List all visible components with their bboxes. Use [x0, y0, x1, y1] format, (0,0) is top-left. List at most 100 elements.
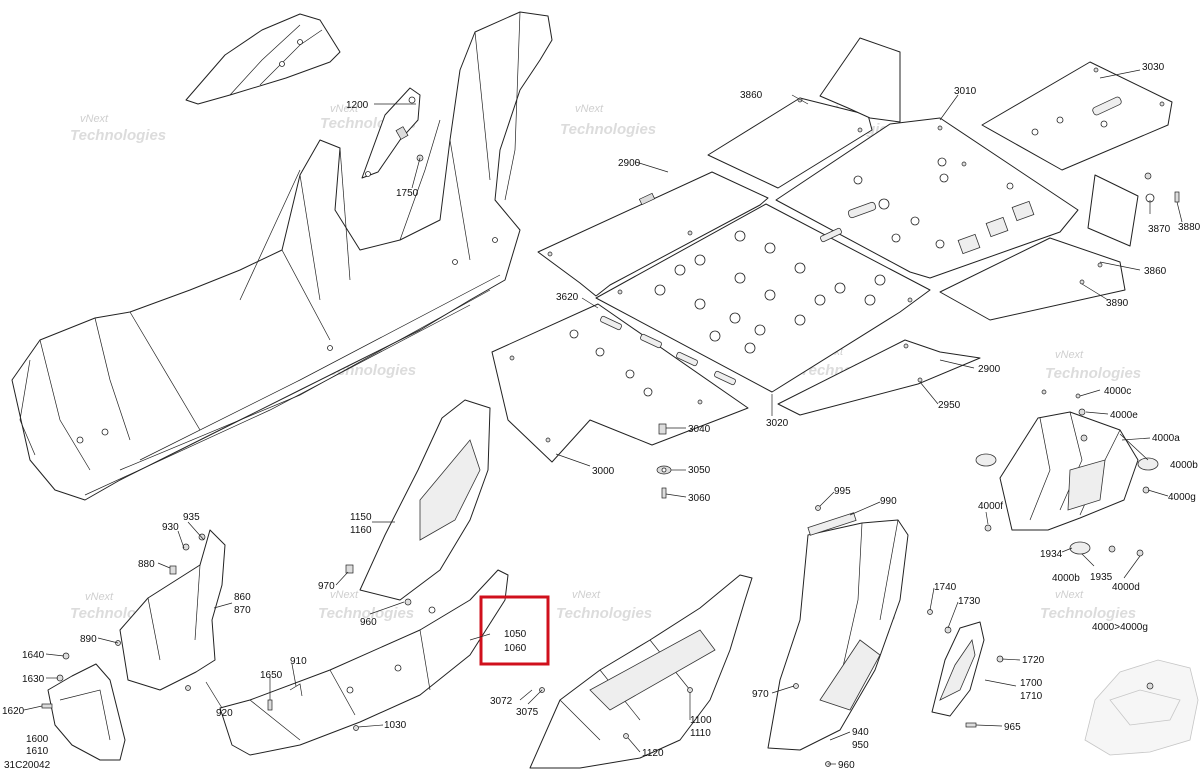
callout-920: 920 [216, 708, 233, 719]
front-cover-1600 [41, 652, 126, 761]
callout-940: 940 [852, 727, 869, 738]
rocker-panel-1030 [219, 569, 509, 756]
watermark: vNext Technologies [556, 589, 652, 622]
callout-3010: 3010 [954, 86, 977, 97]
floor-panel-3860 [707, 37, 901, 189]
callout-4000f: 4000f [978, 501, 1003, 512]
callout-1600: 1600 [26, 734, 49, 745]
floor-panel-3860-rear [939, 174, 1139, 321]
svg-text:Technologies: Technologies [560, 121, 656, 138]
callout-3620: 3620 [556, 292, 579, 303]
callout-3880: 3880 [1178, 222, 1200, 233]
callout-1640: 1640 [22, 650, 45, 661]
svg-text:vNext: vNext [575, 103, 604, 115]
callout-910: 910 [290, 656, 307, 667]
callout-1934: 1934 [1040, 549, 1063, 560]
callout-1200: 1200 [346, 100, 369, 111]
callout-970-left: 970 [318, 581, 335, 592]
watermark: vNext Technologies [1045, 349, 1141, 382]
callout-3860-rear: 3860 [1144, 266, 1167, 277]
side-panel-1150 [345, 399, 491, 606]
top-small-cover-panel [185, 13, 341, 105]
callout-4000b-lower: 4000b [1052, 573, 1080, 584]
callout-1750: 1750 [396, 188, 419, 199]
callout-3020: 3020 [766, 418, 789, 429]
callout-3040: 3040 [688, 424, 711, 435]
callout-930: 930 [162, 522, 179, 533]
watermark: vNext Technologies [70, 113, 166, 144]
callout-1740: 1740 [934, 582, 957, 593]
callout-labels: 1200 1750 3860 3010 3030 2900 3870 3880 … [2, 62, 1200, 771]
callout-1150: 1150 [350, 512, 372, 523]
svg-text:vNext: vNext [1055, 349, 1084, 361]
svg-text:vNext: vNext [85, 591, 114, 603]
callout-1610: 1610 [26, 746, 49, 757]
callout-3060: 3060 [688, 493, 711, 504]
callout-990: 990 [880, 496, 897, 507]
callout-3072: 3072 [490, 696, 513, 707]
callout-1110: 1110 [690, 728, 711, 739]
bracket-part-1200 [361, 87, 424, 179]
svg-text:vNext: vNext [330, 103, 359, 115]
callout-3000: 3000 [592, 466, 615, 477]
callout-4000e: 4000e [1110, 410, 1138, 421]
callout-1650: 1650 [260, 670, 283, 681]
callout-3860-top: 3860 [740, 90, 763, 101]
floor-panel-3000 [491, 303, 749, 463]
callout-950: 950 [852, 740, 869, 751]
highlighted-callout-1050-1060[interactable]: 1050 1060 [469, 595, 550, 666]
callout-1030: 1030 [384, 720, 407, 731]
watermark: vNext Technologies [1040, 589, 1136, 622]
console-reference-ghost [1084, 659, 1199, 756]
callout-1050: 1050 [504, 629, 527, 640]
callout-1630: 1630 [22, 674, 45, 685]
callout-935: 935 [183, 512, 200, 523]
floor-panel-2900-front [537, 171, 769, 297]
callout-2900-top: 2900 [618, 158, 641, 169]
callout-870: 870 [234, 605, 251, 616]
svg-text:vNext: vNext [1055, 589, 1084, 601]
callout-4000c: 4000c [1104, 386, 1131, 397]
callout-1160: 1160 [350, 525, 372, 536]
svg-text:vNext: vNext [80, 113, 109, 125]
watermark: vNext Technologies [318, 589, 414, 622]
svg-text:Technologies: Technologies [556, 605, 652, 622]
callout-1060: 1060 [504, 643, 527, 654]
callout-4000a: 4000a [1152, 433, 1180, 444]
callout-3050: 3050 [688, 465, 711, 476]
callout-4000g: 4000g [1168, 492, 1196, 503]
leader-lines [23, 69, 1183, 765]
callout-960-right: 960 [838, 760, 855, 771]
callout-1720: 1720 [1022, 655, 1045, 666]
callout-1935: 1935 [1090, 572, 1113, 583]
svg-text:Technologies: Technologies [1045, 365, 1141, 382]
callout-1710: 1710 [1020, 691, 1043, 702]
callout-1700: 1700 [1020, 678, 1043, 689]
floor-panel-3030 [981, 61, 1173, 171]
callout-1730: 1730 [958, 596, 981, 607]
callout-890: 890 [80, 634, 97, 645]
floor-panel-3020 [595, 203, 931, 393]
watermark: vNext Technologies [560, 103, 656, 138]
callout-3870: 3870 [1148, 224, 1171, 235]
rocker-panel-860 [115, 529, 226, 691]
callout-3075: 3075 [516, 707, 539, 718]
callout-995: 995 [834, 486, 851, 497]
drawing-code: 31C20042 [4, 760, 51, 771]
svg-text:Technologies: Technologies [70, 127, 166, 144]
callout-880: 880 [138, 559, 155, 570]
center-console-4000 [975, 389, 1159, 557]
callout-4000d: 4000d [1112, 582, 1140, 593]
main-side-body-frame [11, 11, 553, 501]
floor-panel-3010 [775, 117, 1079, 279]
svg-text:Technologies: Technologies [318, 605, 414, 622]
door-panel-1100 [529, 574, 753, 769]
callout-2900-rear: 2900 [978, 364, 1001, 375]
callout-960-left: 960 [360, 617, 377, 628]
svg-text:vNext: vNext [330, 589, 359, 601]
callout-965: 965 [1004, 722, 1021, 733]
trim-panel-1700 [927, 609, 1004, 728]
svg-text:vNext: vNext [572, 589, 601, 601]
